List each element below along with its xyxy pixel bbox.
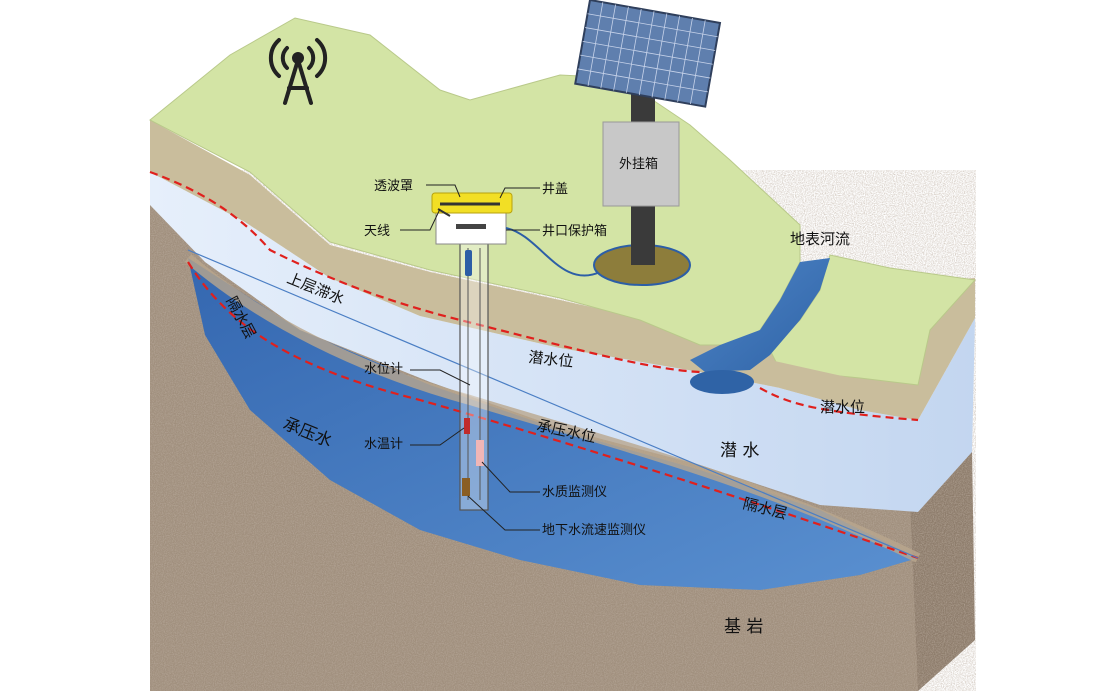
phreatic-line-upper	[149, 170, 701, 374]
label-phreatic-level-center: 潜水位	[528, 348, 575, 371]
label-flow-monitor: 地下水流速监测仪	[542, 523, 646, 538]
label-well-cover: 井盖	[542, 182, 568, 197]
surface-river	[690, 258, 830, 372]
confined-head-line	[187, 249, 919, 559]
label-surface-river: 地表河流	[790, 230, 850, 248]
label-bedrock: 基 岩	[724, 617, 763, 637]
phreatic-aquifer	[150, 172, 975, 512]
leader-lines	[400, 184, 540, 531]
well-casing	[459, 239, 489, 511]
radio-tower-icon	[268, 38, 328, 105]
label-water-level-meter: 水位计	[364, 362, 403, 377]
water-temp-sensor	[464, 418, 470, 434]
solar-panel-icon	[574, 0, 722, 108]
phreatic-line-right	[759, 387, 919, 422]
label-transmit-cover: 透波罩	[374, 179, 413, 194]
external-box	[602, 121, 680, 207]
monitoring-well	[459, 239, 489, 511]
label-phreatic-level-right: 潜水位	[820, 398, 865, 416]
flow-velocity-sensor	[462, 478, 470, 496]
grass-right-bank	[769, 254, 977, 386]
label-phreatic-water: 潜 水	[720, 441, 759, 461]
label-antenna: 天线	[364, 224, 390, 239]
wellhead-assembly	[431, 192, 601, 277]
label-external-box: 外挂箱	[619, 156, 658, 172]
label-water-quality-monitor: 水质监测仪	[542, 485, 607, 500]
bank-right-soil	[770, 360, 918, 420]
solar-mast	[574, 0, 722, 286]
water-level-meter	[465, 250, 472, 276]
label-water-temp-meter: 水温计	[364, 437, 403, 452]
confined-aquifer	[188, 258, 918, 590]
aquiclude-line-lower	[187, 261, 919, 560]
label-wellhead-box: 井口保护箱	[542, 223, 607, 239]
water-quality-sensor	[476, 440, 484, 466]
signal-cable	[505, 227, 601, 277]
water-table-lines	[149, 170, 919, 560]
river-pool	[690, 370, 754, 394]
